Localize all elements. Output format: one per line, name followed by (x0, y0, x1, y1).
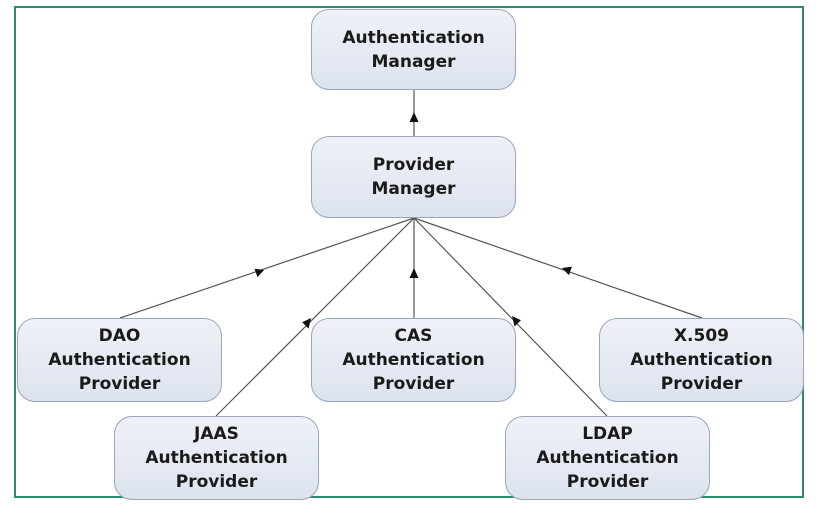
arrowhead-icon (254, 268, 264, 278)
node-label: LDAP Authentication Provider (536, 424, 679, 492)
edge-jaas-to-provider-manager (215, 217, 415, 417)
node-label: JAAS Authentication Provider (145, 424, 288, 492)
edge-x509-to-provider-manager (413, 217, 703, 319)
arrowhead-icon (409, 112, 419, 122)
arrowhead-icon (302, 318, 311, 329)
node-label: CAS Authentication Provider (342, 326, 485, 394)
node-jaas-authentication-provider: JAAS Authentication Provider (114, 416, 319, 500)
node-provider-manager: Provider Manager (311, 136, 516, 218)
node-label: X.509 Authentication Provider (630, 326, 773, 394)
arrowhead-icon (512, 316, 521, 327)
node-authentication-manager: Authentication Manager (311, 9, 516, 90)
node-x509-authentication-provider: X.509 Authentication Provider (599, 318, 804, 402)
node-dao-authentication-provider: DAO Authentication Provider (17, 318, 222, 402)
node-label: Provider Manager (371, 155, 456, 199)
arrowhead-icon (562, 266, 572, 276)
edge-ldap-to-provider-manager (413, 217, 608, 417)
diagram-frame (14, 6, 804, 498)
node-ldap-authentication-provider: LDAP Authentication Provider (505, 416, 710, 500)
node-cas-authentication-provider: CAS Authentication Provider (311, 318, 516, 402)
edge-dao-to-provider-manager (119, 217, 415, 319)
node-label: Authentication Manager (342, 27, 485, 72)
node-label: DAO Authentication Provider (48, 326, 191, 394)
arrowhead-icon (409, 268, 419, 278)
